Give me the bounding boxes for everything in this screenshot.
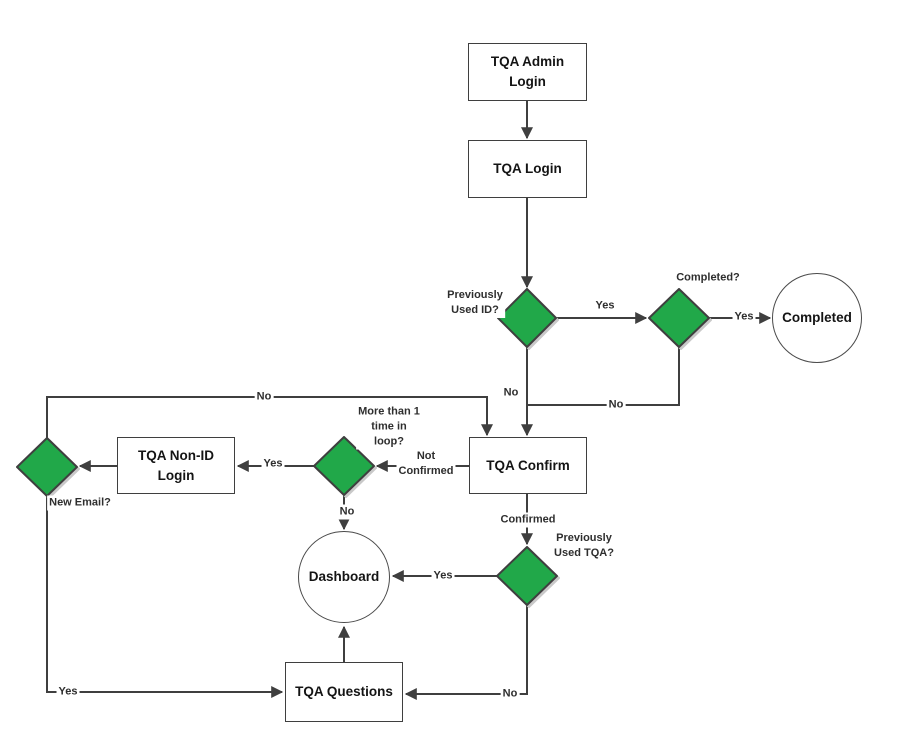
label-previously-used-id: Previously Used ID?	[445, 288, 505, 318]
edge-new-email-yes-to-questions	[46, 496, 284, 698]
node-tqa-questions: TQA Questions	[285, 662, 403, 722]
label-completed-q: Completed?	[674, 270, 742, 286]
decision-more-than-one-loop	[313, 436, 375, 496]
node-tqa-login: TQA Login	[468, 140, 587, 198]
edge-used-tqa-no-to-questions	[404, 605, 528, 700]
decision-completed	[648, 288, 710, 348]
edge-completed-q-no-to-confirm	[528, 347, 680, 406]
edge-label-confirmed: Confirmed	[498, 512, 558, 528]
edge-label-used-tqa-yes: Yes	[431, 568, 455, 584]
edge-label-not-confirmed: Not Confirmed	[396, 449, 456, 479]
decision-previously-used-tqa	[496, 546, 558, 606]
edge-label-new-email-yes: Yes	[56, 684, 80, 700]
node-completed: Completed	[772, 273, 862, 363]
edge-label-loop-no: No	[337, 504, 357, 520]
label-new-email: New Email?	[47, 495, 113, 511]
edge-label-completed-no: No	[606, 397, 626, 413]
node-dashboard: Dashboard	[298, 531, 390, 623]
node-tqa-non-id-login: TQA Non-ID Login	[117, 437, 235, 494]
edge-label-id-no: No	[501, 385, 521, 401]
node-tqa-confirm: TQA Confirm	[469, 437, 587, 494]
decision-new-email	[16, 437, 78, 497]
edge-label-used-tqa-no: No	[500, 686, 520, 702]
edge-label-loop-yes: Yes	[261, 456, 285, 472]
edge-label-id-yes: Yes	[593, 298, 617, 314]
edge-label-new-email-no: No	[254, 389, 274, 405]
decision-previously-used-id	[497, 288, 557, 348]
label-previously-used-tqa: Previously Used TQA?	[552, 531, 616, 561]
edge-label-completed-yes: Yes	[732, 309, 756, 325]
node-tqa-admin-login: TQA Admin Login	[468, 43, 587, 101]
label-more-than-one-loop: More than 1 time in loop?	[356, 404, 422, 450]
